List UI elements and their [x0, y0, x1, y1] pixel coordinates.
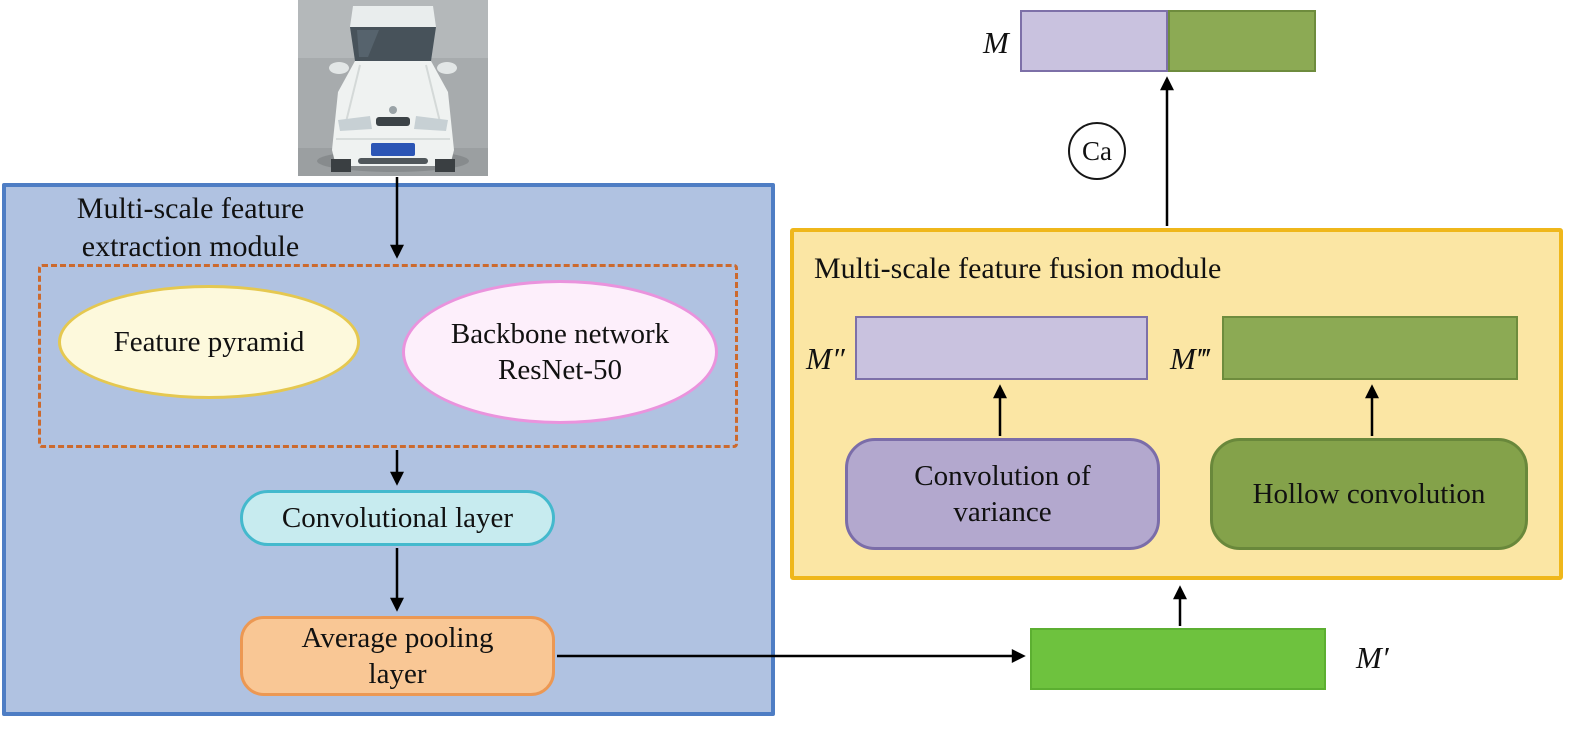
backbone-network-node: Backbone network ResNet-50 — [402, 280, 718, 424]
concat-operator: Ca — [1068, 122, 1126, 180]
car-headlight-left — [338, 116, 372, 131]
car-wheel-left — [331, 159, 351, 172]
m-output-feature-bar — [1020, 10, 1316, 72]
conv-variance-label-line1: Convolution of — [914, 459, 1091, 492]
m-prime-label: M′ — [1356, 640, 1389, 675]
m-bar-purple-half — [1020, 10, 1168, 72]
hollow-convolution-label: Hollow convolution — [1252, 477, 1486, 510]
convolutional-layer-label: Convolutional layer — [281, 501, 514, 534]
extraction-title-line1: Multi-scale feature — [76, 192, 305, 225]
avg-pool-label-line1: Average pooling — [301, 621, 494, 654]
car-wheel-right — [435, 159, 455, 172]
backbone-dashed-group — [38, 264, 738, 448]
car-grille — [376, 117, 410, 126]
hollow-convolution-node: Hollow convolution — [1210, 438, 1528, 550]
car-headlight-right — [414, 116, 448, 131]
m-prime-feature-bar — [1030, 628, 1326, 690]
extraction-title-line2: extraction module — [81, 229, 300, 263]
m-label: M — [983, 25, 1009, 60]
car-roof — [350, 6, 436, 27]
backbone-label: Backbone network ResNet-50 — [450, 317, 670, 386]
m-triple-prime-label: M‴ — [1170, 341, 1209, 376]
m-triple-prime-feature-bar — [1222, 316, 1518, 380]
conv-variance-label-line2: variance — [953, 496, 1052, 528]
car-mirror-left — [329, 62, 349, 74]
feature-pyramid-label: Feature pyramid — [113, 325, 305, 358]
input-car-image — [298, 0, 488, 176]
car-license-plate — [371, 143, 415, 156]
m-bar-green-half — [1168, 10, 1316, 72]
fusion-module-title: Multi-scale feature fusion module — [814, 252, 1222, 285]
m-double-prime-label: M″ — [806, 341, 845, 376]
extraction-module-title: Multi-scale feature extraction module — [28, 190, 353, 265]
avg-pool-label-line2: layer — [368, 658, 427, 690]
average-pooling-node: Average pooling layer — [240, 616, 555, 696]
feature-pyramid-node: Feature pyramid — [58, 285, 360, 399]
m-double-prime-feature-bar — [855, 316, 1148, 380]
car-mirror-right — [437, 62, 457, 74]
convolution-of-variance-node: Convolution of variance — [845, 438, 1160, 550]
convolutional-layer-node: Convolutional layer — [240, 490, 555, 546]
concat-operator-label: Ca — [1082, 135, 1112, 166]
